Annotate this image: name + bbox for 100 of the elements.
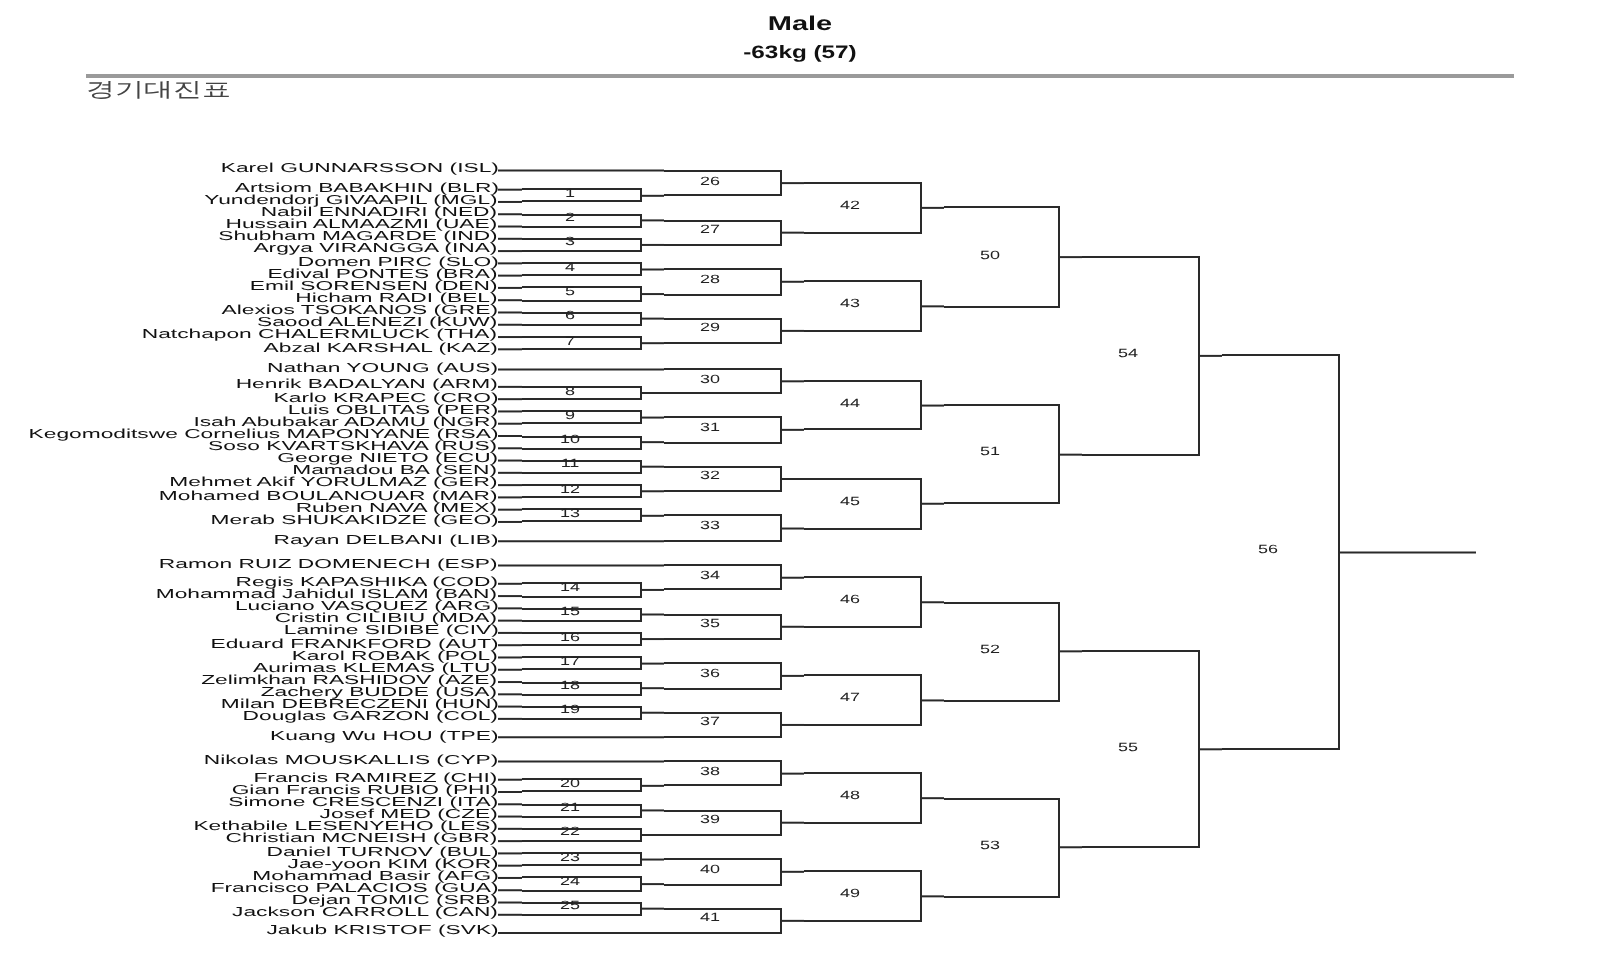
bracket-line: [779, 870, 805, 873]
bracket-line: [497, 644, 523, 647]
match-bracket: [664, 858, 781, 886]
bracket-line: [1057, 256, 1083, 259]
match-bracket: [522, 827, 641, 843]
bracket-line: [639, 490, 665, 493]
bracket-line: [779, 428, 805, 431]
match-bracket: [522, 778, 641, 793]
bracket-line: [779, 329, 805, 332]
bracket-line: [639, 588, 665, 591]
bracket-line: [779, 527, 805, 530]
match-bracket: [804, 380, 921, 431]
bracket-line: [639, 219, 665, 222]
match-bracket: [522, 188, 641, 203]
bracket-line: [497, 213, 523, 216]
bracket-line: [779, 772, 805, 775]
bracket-line: [497, 778, 523, 781]
match-bracket: [522, 410, 641, 425]
bracket-line: [497, 717, 523, 720]
match-bracket: [944, 797, 1059, 898]
bracket-line: [497, 540, 665, 543]
bracket-line: [497, 889, 523, 892]
subtitle: -63kg (57): [743, 42, 857, 62]
bracket-line: [779, 821, 805, 824]
match-bracket: [522, 607, 641, 622]
bracket-line: [497, 668, 523, 671]
bracket-line: [497, 582, 523, 585]
bracket-line: [497, 656, 523, 659]
bracket-line: [779, 478, 805, 480]
match-bracket: [804, 576, 921, 628]
match-bracket: [664, 219, 781, 246]
bracket-line: [919, 206, 945, 209]
bracket-line: [497, 840, 523, 843]
match-bracket: [804, 870, 921, 922]
match-bracket: [522, 631, 641, 647]
match-bracket: [522, 582, 641, 598]
bracket-line: [779, 380, 805, 383]
match-bracket: [522, 311, 641, 326]
bracket-line: [639, 711, 665, 714]
bracket-line: [639, 392, 665, 394]
bracket-line: [919, 305, 945, 308]
bracket-line: [497, 736, 665, 739]
match-bracket: [664, 564, 781, 591]
bracket-line: [497, 705, 523, 708]
match-bracket: [804, 674, 921, 726]
match-bracket: [664, 809, 781, 836]
bracket-line: [497, 681, 523, 684]
match-bracket: [522, 237, 641, 253]
bracket-line: [497, 368, 665, 371]
bracket-line: [639, 441, 665, 444]
bracket-line: [497, 459, 523, 462]
match-bracket: [944, 404, 1059, 505]
section-heading: 경기대진표: [86, 80, 231, 102]
bracket-line: [497, 827, 523, 830]
bracket-line: [497, 619, 523, 622]
bracket-line: [497, 484, 523, 487]
match-bracket: [522, 705, 641, 720]
bracket-line: [497, 607, 523, 610]
bracket-line: [639, 662, 665, 665]
bracket-line: [639, 809, 665, 812]
bracket-line: [497, 815, 523, 818]
bracket-line: [497, 595, 523, 598]
bracket-line: [639, 194, 665, 197]
bracket-line: [639, 613, 665, 616]
bracket-line: [497, 311, 523, 314]
bracket-line: [779, 723, 805, 726]
bracket-line: [639, 687, 665, 690]
bracket-line: [497, 336, 523, 339]
bracket-line: [497, 188, 523, 191]
bracket-line: [497, 348, 523, 351]
bracket-line: [1057, 846, 1083, 849]
bracket-line: [497, 471, 523, 474]
title: Male: [767, 14, 833, 36]
bracket-line: [1337, 551, 1477, 554]
bracket-line: [497, 250, 523, 253]
bracket-line: [919, 502, 945, 505]
match-bracket: [664, 711, 781, 739]
bracket-line: [497, 520, 523, 523]
match-bracket: [664, 465, 781, 493]
bracket-line: [497, 385, 523, 388]
match-bracket: [522, 876, 641, 892]
bracket-line: [639, 293, 665, 296]
match-bracket: [664, 760, 781, 787]
bracket-line: [639, 268, 665, 271]
match-bracket: [664, 907, 781, 935]
bracket-line: [1057, 650, 1083, 653]
bracket-line: [779, 182, 805, 185]
bracket-line: [779, 919, 805, 922]
match-bracket: [664, 368, 781, 394]
bracket-line: [497, 200, 523, 203]
match-bracket: [522, 385, 641, 401]
bracket-line: [497, 631, 523, 634]
bracket-line: [919, 797, 945, 800]
bracket-line: [919, 601, 945, 604]
bracket-line: [639, 317, 665, 320]
match-bracket: [522, 459, 641, 474]
match-bracket: [522, 508, 641, 523]
match-bracket: [1222, 354, 1339, 751]
bracket-line: [497, 791, 523, 793]
match-bracket: [664, 613, 781, 641]
